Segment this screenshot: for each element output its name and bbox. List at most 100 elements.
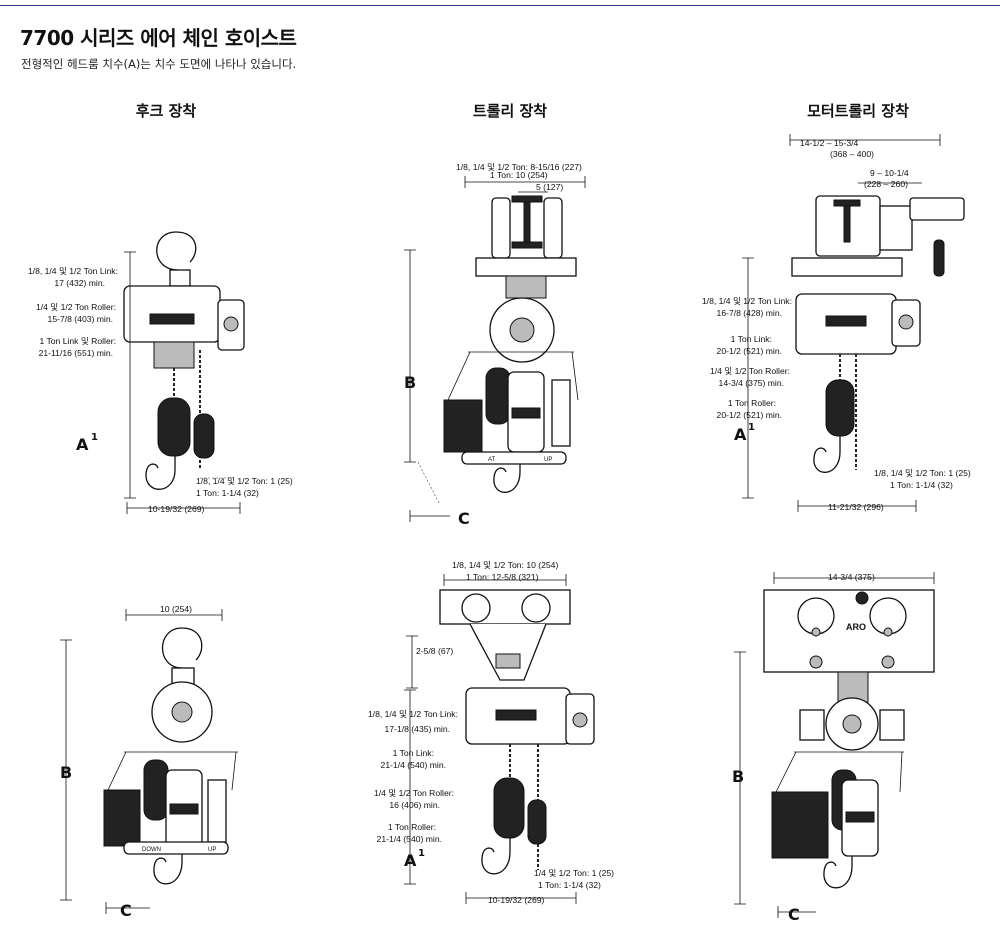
i-beam-flange	[833, 199, 861, 207]
chain-bucket	[103, 789, 141, 847]
pendant-handle	[527, 799, 547, 845]
dim-b-line	[60, 639, 72, 901]
motor-bottom-b-letter: B	[732, 767, 744, 786]
load-block	[157, 397, 191, 457]
motor-trolley-bottom-diagram	[734, 572, 935, 918]
motor-top-label-5: 1/4 및 1/2 Ton Roller:	[710, 365, 790, 376]
motor-top-dim-4: (228 – 260)	[864, 179, 908, 189]
trolley-bottom-label-3: 1 Ton Link:	[393, 748, 434, 758]
aro-plate	[845, 811, 875, 823]
i-beam-web	[523, 201, 531, 243]
trolley-wheel-right	[521, 593, 551, 623]
pendant-bar	[461, 451, 567, 465]
hook-bottom-pendant-down: DOWN	[142, 847, 161, 853]
motor-top-a-letter: A	[734, 425, 747, 444]
trolley-bottom-side-note-2: 1 Ton: 1-1/4 (32)	[538, 880, 601, 890]
hook-top-side-note-1: 1/8, 1/4 및 1/2 Ton: 1 (25)	[196, 475, 293, 486]
top-hook-icon	[156, 231, 197, 271]
pendant-bar	[123, 841, 229, 855]
load-block	[493, 777, 525, 839]
hook-top-bottom-dim: 10-19/32 (269)	[148, 504, 205, 514]
hook-mount-top-diagram	[123, 231, 245, 514]
hook-top-label-4: 15-7/8 (403) min.	[48, 314, 113, 324]
trolley-bottom-bottom-dim: 10-19/32 (269)	[488, 895, 545, 905]
hook-top-label-3: 1/4 및 1/2 Ton Roller:	[36, 301, 116, 312]
aro-plate	[495, 709, 537, 721]
trolley-bottom-a-letter: A	[404, 851, 417, 870]
trolley-top-dim-3: 5 (127)	[536, 182, 563, 192]
hook-bottom-pendant-up: UP	[208, 847, 216, 853]
hook-top-label-6: 21-11/16 (551) min.	[39, 348, 113, 358]
page-subtitle: 전형적인 헤드룸 치수(A)는 치수 도면에 나타나 있습니다.	[21, 57, 297, 71]
dim-b-line	[404, 249, 416, 463]
load-block	[485, 367, 511, 425]
motor-trolley-top-diagram	[742, 134, 965, 512]
motor-top-label-2: 16-7/8 (428) min.	[717, 308, 782, 318]
aro-plate	[169, 803, 199, 815]
motor-top-label-7: 1 Ton Roller:	[728, 398, 776, 408]
trolley-bottom-label-2: 17-1/8 (435) min.	[385, 724, 450, 734]
trolley-side-plate-left	[491, 197, 511, 259]
motor-top-side-note-2: 1 Ton: 1-1/4 (32)	[890, 480, 953, 490]
trolley-lug	[505, 275, 547, 299]
dim-a-line	[742, 257, 754, 499]
hook-top-labels: 1/8, 1/4 및 1/2 Ton Link: 17 (432) min. 1…	[28, 265, 293, 514]
dim-width-line	[126, 502, 241, 514]
bottom-hook-icon	[493, 464, 521, 493]
trolley-axle	[475, 257, 577, 277]
trolley-bottom-dim-1: 1/8, 1/4 및 1/2 Ton: 10 (254)	[452, 559, 558, 570]
motor-bottom-top-dim: 14-3/4 (375)	[828, 572, 875, 582]
hook-bottom-c-letter: C	[120, 901, 132, 920]
trolley-top-pendant-up: UP	[544, 457, 552, 463]
top-hook-icon	[161, 627, 203, 669]
hook-bottom-top-dim: 10 (254)	[160, 604, 192, 614]
trolley-top-dim-1: 1/8, 1/4 및 1/2 Ton: 8-15/16 (227)	[456, 161, 582, 172]
hook-swivel	[169, 269, 191, 287]
trolley-top-labels: 1/8, 1/4 및 1/2 Ton: 8-15/16 (227) 1 Ton:…	[404, 161, 582, 528]
motor-top-bottom-dim: 11-21/32 (296)	[828, 502, 884, 512]
bottom-hook-icon	[813, 436, 841, 473]
motor-top-side-note-1: 1/8, 1/4 및 1/2 Ton: 1 (25)	[874, 467, 971, 478]
bottom-hook-icon	[145, 456, 176, 490]
pendant-handle	[193, 413, 215, 459]
motor-top-dim-1: 14-1/2 – 15-3/4	[800, 138, 859, 148]
trolley-bottom-labels: 1/8, 1/4 및 1/2 Ton: 10 (254) 1 Ton: 12-5…	[368, 559, 614, 905]
motor-top-dim-2: (368 – 400)	[830, 149, 874, 159]
trolley-top-b-letter: B	[404, 373, 416, 392]
dim-b-line	[734, 651, 746, 905]
trolley-axle	[791, 257, 903, 277]
bottom-hook-icon	[481, 838, 511, 875]
trolley-top-pendant-at: AT	[488, 457, 496, 463]
chain-bucket	[443, 399, 483, 453]
trolley-bottom-diagram	[404, 574, 595, 904]
trolley-bottom-label-1: 1/8, 1/4 및 1/2 Ton Link:	[368, 708, 458, 719]
bottom-hook-icon	[153, 854, 183, 885]
dim-a-line	[404, 689, 416, 885]
aro-plate	[149, 313, 195, 325]
motor-bottom-labels: 14-3/4 (375) ARO B C	[732, 572, 875, 924]
motor-top-labels: 14-1/2 – 15-3/4 (368 – 400) 9 – 10-1/4 (…	[702, 138, 971, 512]
dim-width-line	[797, 500, 917, 512]
valve-knob-icon	[223, 316, 239, 332]
motor-bottom-brand: ARO	[846, 622, 866, 632]
motor-top-dim-3: 9 – 10-1/4	[870, 168, 909, 178]
trolley-wheel-left	[461, 593, 491, 623]
trolley-bottom-label-5: 1/4 및 1/2 Ton Roller:	[374, 787, 454, 798]
beam-section	[763, 589, 935, 673]
dim-c-line	[105, 902, 150, 914]
motor-top-label-3: 1 Ton Link:	[731, 334, 772, 344]
load-block	[143, 759, 169, 821]
aro-plate	[511, 407, 541, 419]
trolley-top-diagram	[404, 176, 586, 522]
aro-plate	[825, 315, 867, 327]
trolley-bottom-side-dim: 2-5/8 (67)	[416, 646, 453, 656]
trolley-bottom-label-7: 1 Ton Roller:	[388, 822, 436, 832]
dim-c-line	[409, 510, 450, 522]
hook-bottom-labels: 10 (254) B C DOWN UP	[60, 604, 216, 920]
motor-top-label-4: 20-1/2 (521) min.	[717, 346, 782, 356]
trolley-bottom-side-note-1: 1/4 및 1/2 Ton: 1 (25)	[534, 867, 614, 878]
trolley-top-dim-2: 1 Ton: 10 (254)	[490, 170, 548, 180]
top-rule	[0, 5, 1000, 6]
trolley-bottom-label-8: 21-1/4 (540) min.	[377, 834, 442, 844]
motor-bottom-c-letter: C	[788, 905, 800, 924]
